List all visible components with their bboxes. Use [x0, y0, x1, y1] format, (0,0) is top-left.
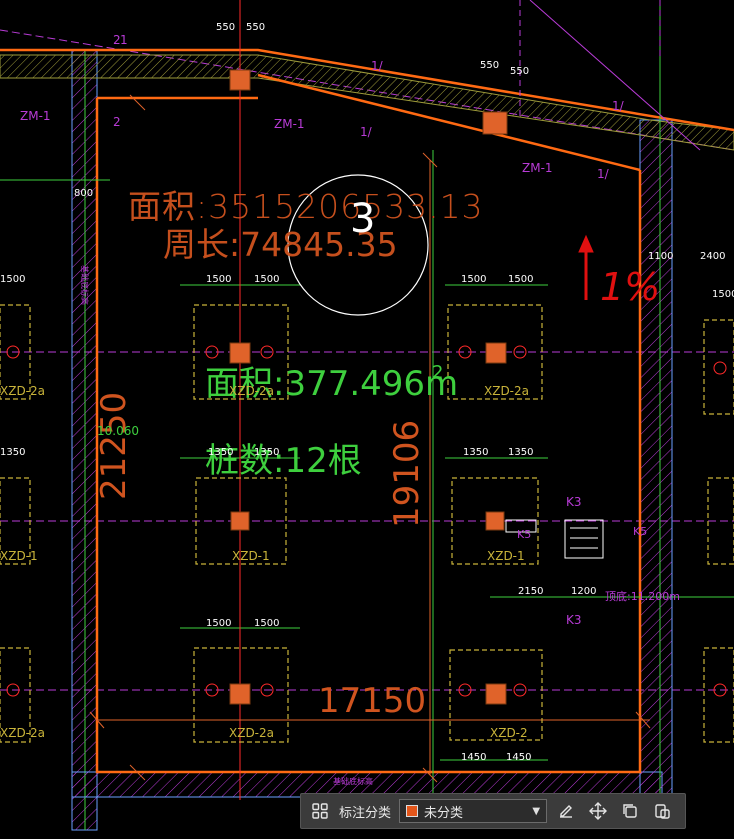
dim-vertical-mid: 19106 — [387, 420, 427, 528]
slope-label: 1% — [600, 265, 660, 309]
dim-small-14: 1350 — [463, 447, 488, 458]
category-select-value: 未分类 — [424, 805, 464, 821]
foundation-tag-5: XZD-2a — [229, 726, 274, 740]
foundation-tag-4: XZD-1 — [487, 549, 525, 563]
axis-label-1: 2 — [113, 33, 121, 47]
dimension-lines — [89, 94, 651, 783]
k-tag-3: K3 — [566, 613, 582, 627]
annotation-toolbar: 标注分类 未分类 ▼ — [300, 793, 686, 829]
dim-small-13: 1350 — [254, 447, 279, 458]
elevation-right: 顶底:11.200m — [605, 589, 680, 603]
dim-small-21: 1200 — [571, 586, 596, 597]
category-color-swatch — [406, 805, 419, 817]
bottom-wall-strip — [71, 771, 663, 798]
bottom-wall-text: 基础底标高 — [333, 776, 373, 786]
dim-small-18: 1450 — [461, 752, 486, 763]
chevron-down-icon: ▼ — [532, 805, 541, 817]
pile-count-label: 桩数:12根 — [205, 441, 362, 481]
annotation-category-select[interactable]: 未分类 ▼ — [399, 799, 548, 823]
dim-small-23: 1350 — [0, 447, 25, 458]
dim-small-22: 1500 — [0, 274, 25, 285]
region-number-circle — [287, 174, 429, 316]
foundation-tag-7: XZD-2a — [0, 384, 45, 398]
pile-area-superscript: 2 — [432, 362, 443, 383]
dim-small-9: 1500 — [254, 274, 279, 285]
k-tag-1: K3 — [566, 495, 582, 509]
paste-icon[interactable] — [649, 798, 675, 824]
edit-icon[interactable] — [553, 798, 579, 824]
foundation-tag-8: XZD-1 — [0, 549, 38, 563]
k3-detail — [505, 519, 604, 559]
move-icon[interactable] — [585, 798, 611, 824]
region-number: 3 — [350, 196, 375, 242]
top-wall-band — [0, 54, 734, 151]
region-perimeter-label: 周长:74845.35 — [163, 225, 398, 264]
axis-label-4: 1/ — [360, 125, 373, 139]
region-boundary — [0, 48, 734, 774]
vertical-wall-text: 基础底标高 — [80, 265, 90, 305]
annotation-category-label: 标注分类 — [339, 805, 392, 821]
wall-tag-1: ZM-1 — [20, 109, 51, 123]
copy-icon[interactable] — [617, 798, 643, 824]
axis-label-5: 2 — [113, 115, 121, 129]
dim-small-11: 1500 — [508, 274, 533, 285]
dim-small-12: 1350 — [208, 447, 233, 458]
dim-small-6: 1100 — [648, 251, 673, 262]
grid-icon[interactable] — [307, 798, 333, 824]
pile-caps — [229, 69, 508, 705]
k-tag-2: K5 — [517, 528, 531, 541]
dim-vertical-left: 21250 — [94, 392, 134, 500]
foundation-tag-3: XZD-1 — [232, 549, 270, 563]
dim-small-3: 550 — [480, 60, 499, 71]
foundation-tag-2: XZD-2a — [484, 384, 529, 398]
drawing-text: 面积:3515206533.13 周长:74845.35 3 面积:377.49… — [0, 22, 734, 786]
k-tag-4: K5 — [633, 525, 647, 538]
foundation-tag-6: XZD-2 — [490, 726, 528, 740]
dim-small-7: 2400 — [700, 251, 725, 262]
dim-small-1: 550 — [216, 22, 235, 33]
axis-label-6: 1/ — [612, 99, 625, 113]
foundation-blocks — [0, 304, 734, 743]
dim-small-17: 1500 — [254, 618, 279, 629]
dim-small-4: 550 — [510, 66, 529, 77]
dim-small-8: 1500 — [206, 274, 231, 285]
region-area-label: 面积:3515206533.13 — [128, 187, 484, 226]
axis-label-7: 1/ — [597, 167, 610, 181]
foundation-tag-1: XZD-2a — [229, 384, 274, 398]
dim-horizontal-bottom: 17150 — [318, 681, 426, 721]
pile-area-label: 面积:377.496m — [205, 364, 458, 404]
wall-tag-3: ZM-1 — [522, 161, 553, 175]
dim-small-24: 1500 — [712, 289, 734, 300]
elevation-left: 10.060 — [97, 424, 139, 438]
dim-small-16: 1500 — [206, 618, 231, 629]
wall-tag-2: ZM-1 — [274, 117, 305, 131]
pile-circles — [6, 345, 727, 697]
dim-small-20: 2150 — [518, 586, 543, 597]
dim-small-5: 800 — [74, 188, 93, 199]
dim-small-10: 1500 — [461, 274, 486, 285]
magenta-diag — [529, 0, 701, 151]
dim-small-19: 1450 — [506, 752, 531, 763]
dim-small-15: 1350 — [508, 447, 533, 458]
foundation-tag-9: XZD-2a — [0, 726, 45, 740]
slope-arrow — [578, 234, 594, 300]
dim-small-2: 550 — [246, 22, 265, 33]
axis-label-3: 1/ — [371, 59, 384, 73]
axis-label-2: 1 — [120, 33, 128, 47]
right-wall-strip — [639, 119, 673, 801]
